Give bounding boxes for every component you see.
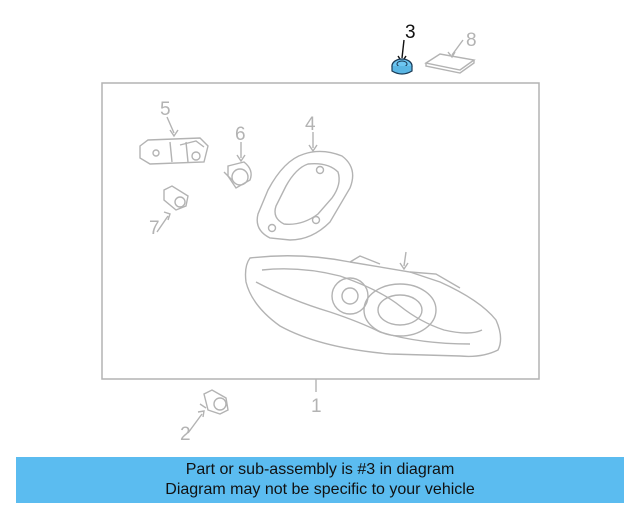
- part-8-label-pad: [424, 39, 476, 74]
- callout-6: 6: [235, 124, 246, 145]
- callout-7: 7: [149, 218, 160, 239]
- assembly-frame: [101, 82, 540, 380]
- callout-5: 5: [160, 99, 171, 120]
- callout-3: 3: [405, 22, 416, 43]
- caption-line-1: Part or sub-assembly is #3 in diagram: [185, 461, 455, 478]
- part-7-small-bulb: [156, 185, 189, 233]
- caption-line-2: Diagram may not be specific to your vehi…: [165, 481, 475, 498]
- part-6-bulb: [223, 142, 252, 189]
- caption-banner: Part or sub-assembly is #3 in diagram Di…: [16, 457, 624, 503]
- part-1-tail-lamp: [244, 251, 502, 358]
- part-5-socket: [139, 116, 209, 165]
- part-2-bulb: [187, 389, 229, 434]
- callout-1: 1: [311, 396, 322, 417]
- callout-2: 2: [180, 424, 191, 445]
- part-3-nut[interactable]: [391, 39, 413, 75]
- part-4-gasket: [256, 132, 354, 241]
- callout-8: 8: [466, 30, 477, 51]
- callout-4: 4: [305, 114, 316, 135]
